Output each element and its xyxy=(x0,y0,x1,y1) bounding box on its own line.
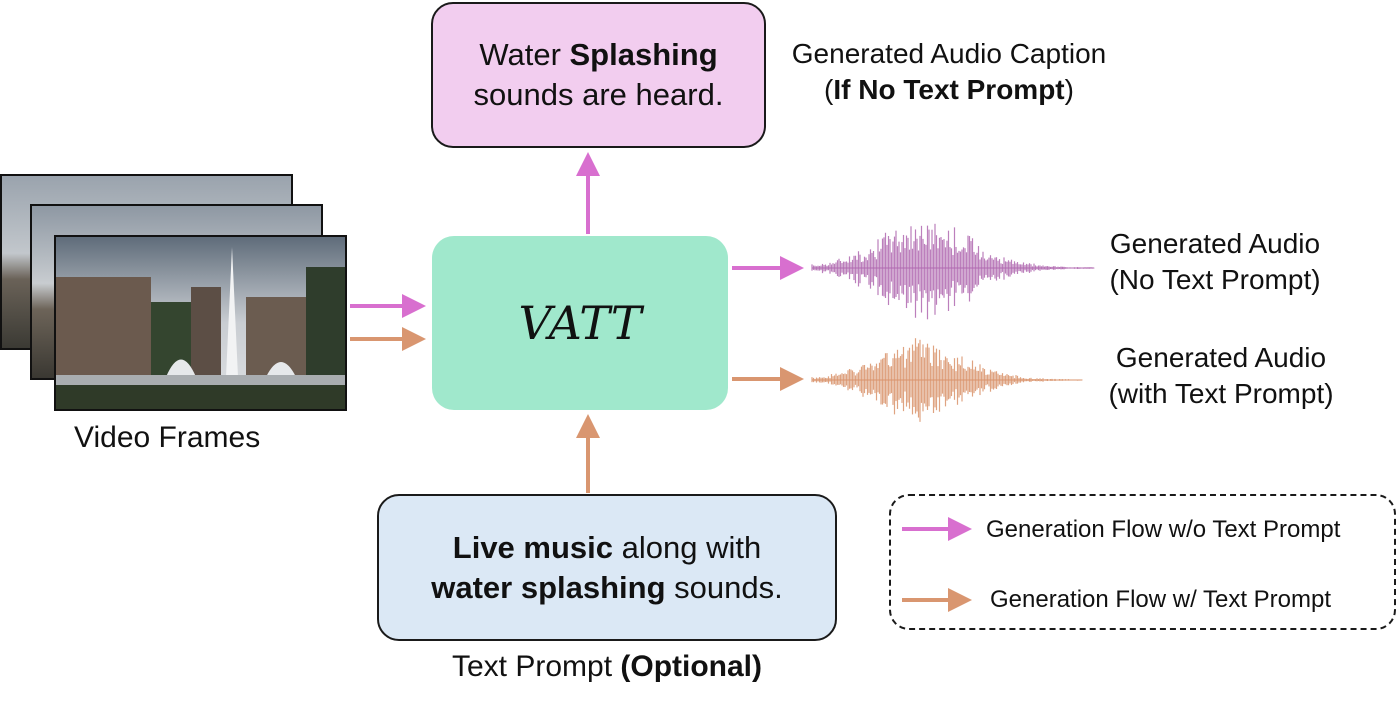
waveform-with-prompt xyxy=(811,338,1083,422)
generated-caption-label-line-1: Generated Audio Caption xyxy=(791,38,1107,69)
caption-label-open: ( xyxy=(824,74,834,105)
prompt-line-1-text: along with xyxy=(613,529,762,565)
generated-caption-label-line-2: (If No Text Prompt) xyxy=(776,72,1122,108)
prompt-line-2-text: sounds. xyxy=(665,569,783,605)
waveform-no-prompt xyxy=(811,223,1095,320)
video-frames-label: Video Frames xyxy=(74,421,261,454)
caption-line-1-text: Water xyxy=(479,37,570,72)
prompt-line-2-bold: water splashing xyxy=(431,569,666,605)
legend-item-no-prompt: Generation Flow w/o Text Prompt xyxy=(986,516,1341,543)
audio-no-prompt-line-1: Generated Audio xyxy=(1109,228,1321,259)
audio-with-prompt-line-1: Generated Audio xyxy=(1115,342,1327,373)
legend-item-with-prompt: Generation Flow w/ Text Prompt xyxy=(990,586,1332,613)
prompt-line-2: water splashing sounds. xyxy=(431,568,783,608)
vatt-model-box: VATT xyxy=(432,236,728,410)
caption-line-1: Water Splashing xyxy=(479,35,717,75)
fountain-scene xyxy=(56,237,345,409)
caption-label-close: ) xyxy=(1064,74,1074,105)
prompt-line-1-bold: Live music xyxy=(452,529,614,565)
caption-label-bold: If No Text Prompt xyxy=(833,74,1065,105)
text-prompt-label-text: Text Prompt xyxy=(451,650,621,683)
caption-line-1-bold: Splashing xyxy=(569,37,718,72)
text-prompt-label-bold: (Optional) xyxy=(620,650,763,683)
generated-caption-label: Generated Audio Caption (If No Text Prom… xyxy=(776,36,1122,108)
audio-with-prompt-line-2: (with Text Prompt) xyxy=(1108,378,1334,409)
video-frame-front xyxy=(54,235,347,411)
audio-no-prompt-label: Generated Audio (No Text Prompt) xyxy=(1090,226,1340,298)
audio-with-prompt-label: Generated Audio (with Text Prompt) xyxy=(1094,340,1348,412)
caption-line-2: sounds are heard. xyxy=(473,77,724,112)
text-prompt-label: Text Prompt (Optional) xyxy=(377,649,837,685)
legend-box xyxy=(889,494,1396,630)
audio-no-prompt-line-2: (No Text Prompt) xyxy=(1109,264,1321,295)
text-prompt-box: Live music along with water splashing so… xyxy=(377,494,837,641)
generated-caption-box: Water Splashing sounds are heard. xyxy=(431,2,766,148)
prompt-line-1: Live music along with xyxy=(453,528,761,568)
vatt-model-name: VATT xyxy=(518,296,642,350)
